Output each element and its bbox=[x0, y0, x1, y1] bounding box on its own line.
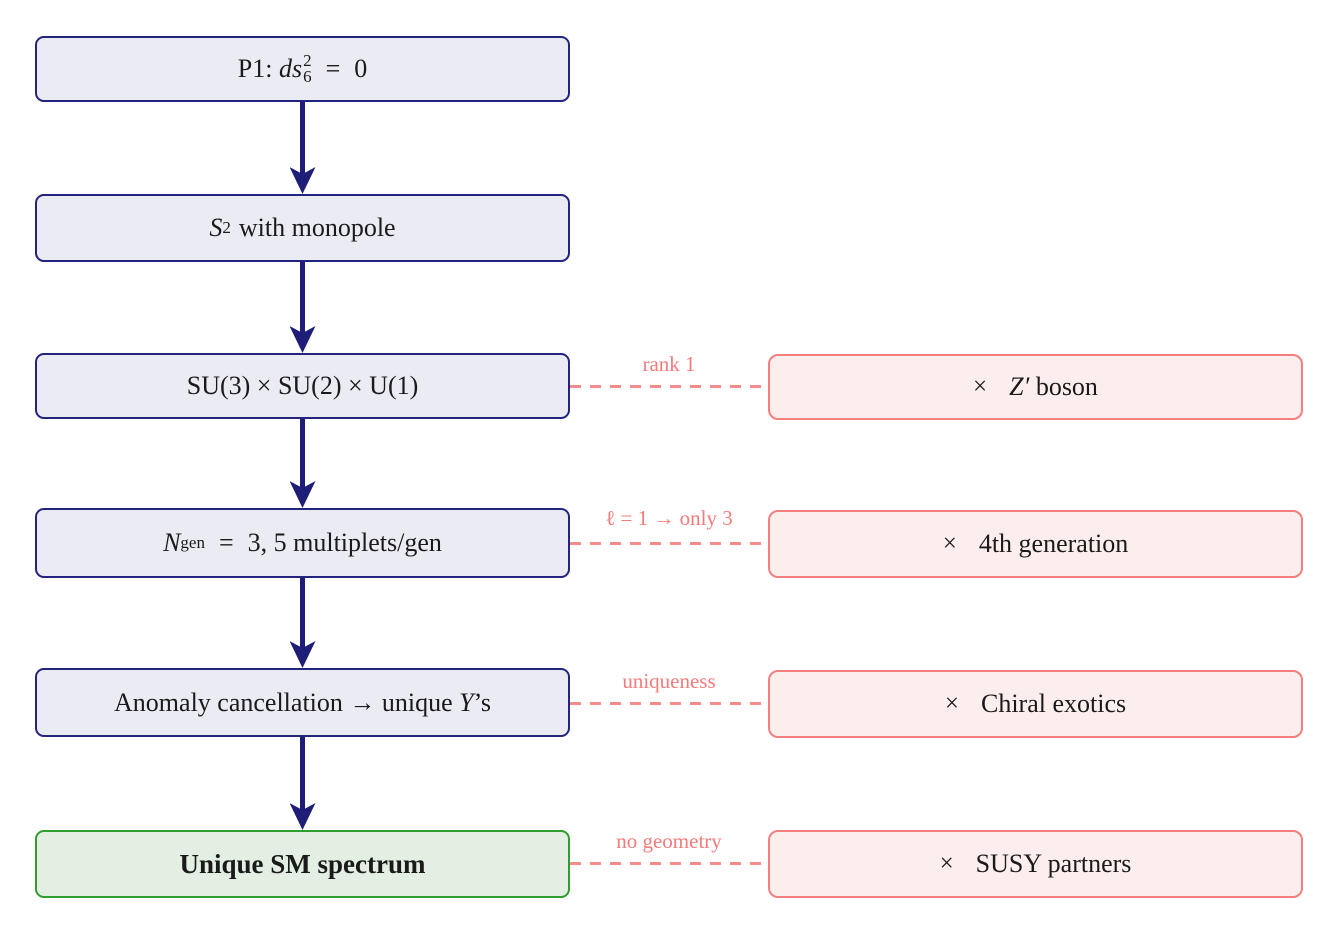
dashed-connector-no-geometry bbox=[570, 862, 768, 866]
xbox-3-text: Chiral exotics bbox=[980, 689, 1127, 718]
xbox-2-text: 4th generation bbox=[978, 529, 1129, 558]
node-p1-equals: = bbox=[325, 54, 341, 83]
cross-icon: × bbox=[939, 850, 954, 877]
node-ngen-equals: = bbox=[218, 528, 234, 557]
node-p1-math-var: ds bbox=[278, 54, 303, 83]
xbox-1-text: boson bbox=[1035, 372, 1098, 401]
excluded-chiral-exotics: × Chiral exotics bbox=[768, 670, 1303, 738]
dashed-connector-only3 bbox=[570, 542, 768, 546]
xbox-4-text: SUSY partners bbox=[975, 849, 1132, 878]
node-anom-text: Anomaly cancellation → unique bbox=[114, 687, 453, 717]
connector-label-uniqueness: uniqueness bbox=[622, 669, 716, 693]
node-ngen-text: 3, 5 multiplets/gen bbox=[247, 528, 442, 557]
node-p1-value: 0 bbox=[354, 54, 368, 83]
flow-node-gauge-group: SU(3) × SU(2) × U(1) bbox=[35, 353, 570, 419]
arrow-shaft bbox=[300, 102, 305, 174]
flow-arrow-1 bbox=[289, 102, 316, 194]
cross-icon: × bbox=[973, 373, 988, 400]
arrow-shaft bbox=[300, 737, 305, 810]
excluded-4th-generation: × 4th generation bbox=[768, 510, 1303, 578]
excluded-susy-partners: × SUSY partners bbox=[768, 830, 1303, 898]
arrow-shaft bbox=[300, 578, 305, 648]
node-anom-suffix: ’s bbox=[473, 687, 491, 717]
connector-label-rank1: rank 1 bbox=[642, 352, 696, 376]
node-su-text: SU(3) × SU(2) × U(1) bbox=[186, 371, 419, 400]
excluded-zprime-boson: × Z′ boson bbox=[768, 354, 1303, 420]
connector-label-only3: ℓ = 1 → only 3 bbox=[605, 506, 733, 530]
cross-icon: × bbox=[942, 530, 957, 557]
xbox-1-math-var: Z′ bbox=[1009, 372, 1030, 401]
node-anom-math-var: Y bbox=[459, 687, 474, 717]
dashed-connector-uniqueness bbox=[570, 702, 768, 706]
node-ngen-math-var: N bbox=[163, 528, 181, 557]
arrow-shaft bbox=[300, 419, 305, 488]
node-sm-text: Unique SM spectrum bbox=[179, 848, 426, 879]
flow-node-unique-sm-spectrum: Unique SM spectrum bbox=[35, 830, 570, 898]
node-p1-prefix: P1: bbox=[237, 54, 273, 83]
flow-node-anomaly-cancellation: Anomaly cancellation → unique Y’s bbox=[35, 668, 570, 737]
node-s2-text: with monopole bbox=[238, 213, 396, 242]
flow-arrow-5 bbox=[289, 737, 316, 830]
connector-label-no-geometry: no geometry bbox=[616, 829, 722, 853]
dashed-connector-rank1 bbox=[570, 385, 768, 389]
cross-icon: × bbox=[944, 690, 959, 717]
flow-arrow-2 bbox=[289, 262, 316, 353]
node-s2-math-var: S bbox=[209, 213, 223, 242]
flow-arrow-3 bbox=[289, 419, 316, 508]
arrow-shaft bbox=[300, 262, 305, 333]
flow-arrow-4 bbox=[289, 578, 316, 668]
